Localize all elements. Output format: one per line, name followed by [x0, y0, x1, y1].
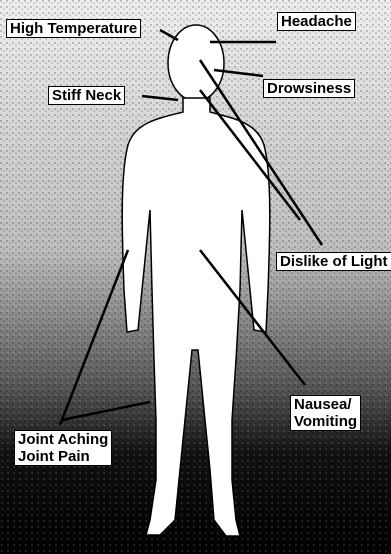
label-headache: Headache [277, 12, 356, 31]
label-joint-aching-pain: Joint Aching Joint Pain [14, 430, 112, 466]
label-drowsiness: Drowsiness [263, 79, 355, 98]
figure-head [168, 25, 224, 101]
label-joint-line1: Joint Aching [18, 431, 108, 448]
label-nausea-vomiting: Nausea/ Vomiting [290, 395, 361, 431]
label-joint-line2: Joint Pain [18, 448, 108, 465]
label-nausea-line1: Nausea/ [294, 396, 357, 413]
label-nausea-line2: Vomiting [294, 413, 357, 430]
label-high-temperature: High Temperature [6, 19, 141, 38]
label-stiff-neck: Stiff Neck [48, 86, 125, 105]
label-dislike-of-light: Dislike of Light [276, 252, 391, 271]
